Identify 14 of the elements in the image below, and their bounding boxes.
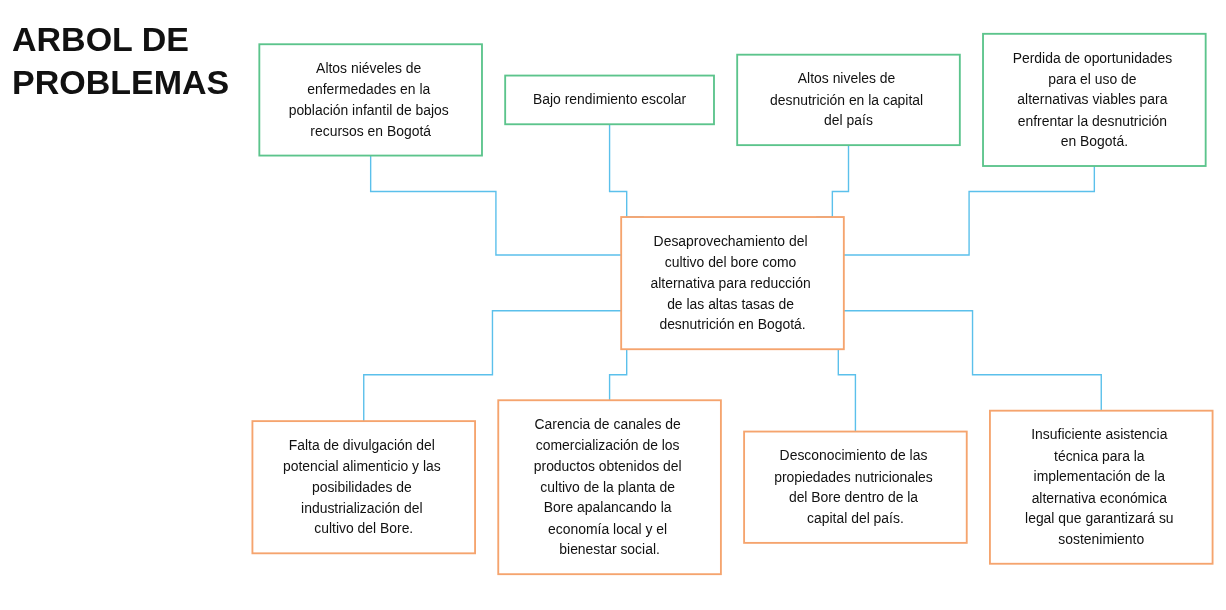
node-box: Falta de divulgación del potencial alimenticio y las posibilidades de industrialización del cultivo del Bore. bbox=[251, 420, 476, 555]
diagram-title: ARBOL DE PROBLEMAS bbox=[12, 19, 231, 103]
connector bbox=[369, 154, 622, 256]
node-box: Insuficiente asistencia técnica para la implementación de la alternativa económica legal que garantizará su sostenimiento bbox=[989, 409, 1214, 565]
node-box: Carencia de canales de comercialización de los productos obtenidos del cultivo de la planta de Bore apalancando la economía local y el bienestar social. bbox=[497, 399, 722, 576]
connector bbox=[843, 165, 1096, 256]
connector bbox=[363, 310, 622, 422]
node-box: Desaprovechamiento del cultivo del bore como alternativa para reducción de las altas tasas de desnutrición en Bogotá. bbox=[620, 216, 845, 351]
node-box: Desconocimiento de las propiedades nutricionales del Bore dentro de la capital del país. bbox=[743, 430, 968, 544]
connector bbox=[843, 310, 1102, 412]
node-box: Altos niveles de desnutrición en la capital del país bbox=[736, 53, 961, 147]
node-box: Altos niéveles de enfermedades en la población infantil de bajos recursos en Bogotá bbox=[258, 43, 483, 157]
node-box: Perdida de oportunidades para el uso de alternativas viables para enfrentar la desnutrición en Bogotá. bbox=[982, 32, 1207, 167]
node-box: Bajo rendimiento escolar bbox=[504, 74, 715, 126]
